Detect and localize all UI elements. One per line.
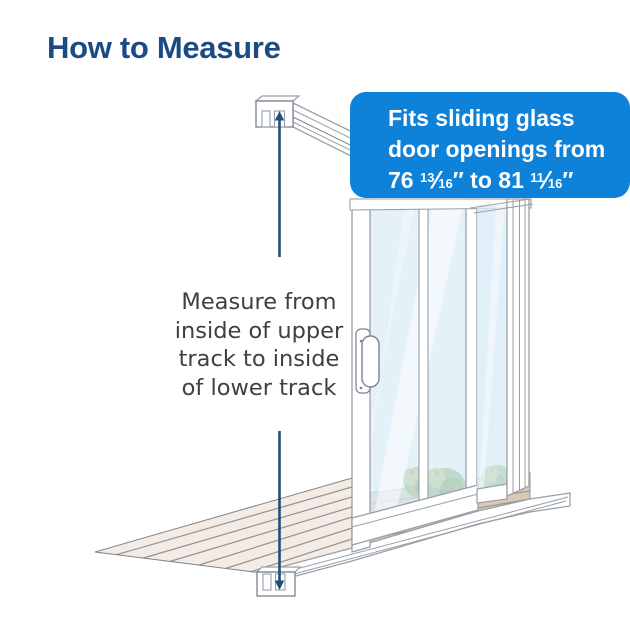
measure-instruction: Measure from inside of upper track to in…	[156, 288, 362, 402]
measurement-line	[274, 111, 285, 590]
fit-range-callout: Fits sliding glass door openings from 76…	[350, 92, 630, 198]
meeting-stile	[465, 198, 478, 514]
fixed-bottom-rail	[476, 483, 508, 504]
callout-line-2: door openings from	[388, 136, 606, 162]
right-jamb	[506, 198, 530, 498]
fraction-numerator: 11	[530, 170, 544, 185]
fraction-numerator: 13	[419, 170, 435, 185]
callout-line-3: 76 13⁄16″ to 81 11⁄16″	[388, 167, 574, 194]
door-handle	[355, 328, 380, 394]
measure-instruction-line: inside of upper	[174, 317, 344, 344]
bottom-rail	[351, 484, 479, 546]
back-stile	[418, 203, 429, 517]
measurement-arrow-up	[274, 111, 285, 121]
measure-instruction-line: of lower track	[181, 374, 337, 401]
interior-floor	[94, 477, 353, 574]
page-title: How to Measure	[47, 30, 281, 65]
fraction-slash: ⁄	[434, 168, 439, 194]
callout-line-1: Fits sliding glass	[388, 105, 575, 131]
upper-track-end-cap	[254, 95, 301, 128]
measurement-arrow-down	[274, 580, 285, 590]
fraction-slash: ⁄	[544, 168, 548, 194]
measure-instruction-line: track to inside	[178, 346, 340, 372]
fraction-denominator: 16	[547, 176, 563, 191]
measure-instruction-line: Measure from	[181, 289, 337, 315]
fixed-door-panel	[469, 198, 534, 504]
fraction-denominator: 16	[438, 176, 453, 191]
